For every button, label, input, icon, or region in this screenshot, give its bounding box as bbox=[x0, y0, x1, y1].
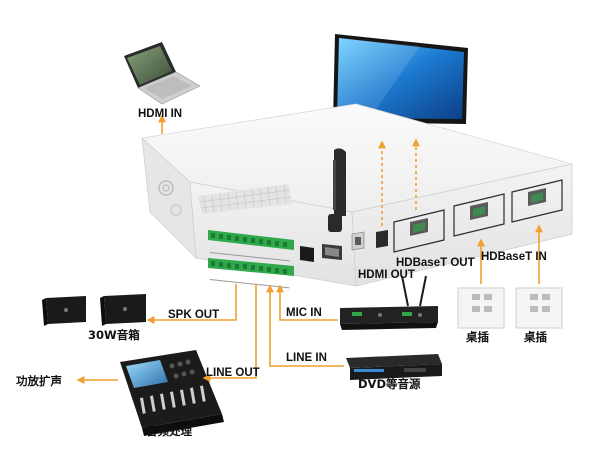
audio-mixer-icon bbox=[120, 350, 224, 436]
label-line-in: LINE IN bbox=[286, 352, 327, 364]
usb-port bbox=[351, 231, 365, 251]
label-dvd-source: DVD等音源 bbox=[358, 377, 421, 391]
terminal-block-lower bbox=[208, 258, 294, 276]
label-wall-plate-1: 桌插 bbox=[466, 330, 489, 344]
arrow-spk-out bbox=[146, 284, 237, 324]
label-wall-plate-2: 桌插 bbox=[524, 330, 547, 344]
hdbaset-input-port-1 bbox=[453, 193, 505, 237]
hdbaset-switcher-device bbox=[141, 103, 573, 289]
label-amp-expansion: 功放扩声 bbox=[16, 374, 62, 388]
hdmi-out-port bbox=[376, 230, 388, 248]
wall-plate-icon bbox=[515, 287, 563, 329]
rs232-port bbox=[300, 246, 314, 262]
laptop-icon bbox=[124, 42, 201, 105]
label-hdmi-in: HDMI IN bbox=[138, 108, 183, 120]
label-line-out: LINE OUT bbox=[206, 367, 260, 379]
terminal-block-upper bbox=[208, 230, 294, 250]
label-hdbaset-out: HDBaseT OUT bbox=[396, 257, 475, 269]
antenna-icon bbox=[328, 148, 346, 232]
hdbaset-input-port-2 bbox=[511, 179, 563, 223]
label-mic-in: MIC IN bbox=[286, 307, 322, 319]
dvd-player-icon bbox=[346, 354, 442, 380]
wireless-mic-receiver-icon bbox=[340, 275, 438, 330]
arrow-line-in bbox=[266, 284, 344, 367]
label-speakers: 30W音箱 bbox=[88, 328, 140, 342]
label-hdbaset-in: HDBaseT IN bbox=[481, 251, 547, 263]
hdbaset-output-port bbox=[393, 209, 445, 253]
label-hdmi-out: HDMI OUT bbox=[358, 269, 415, 281]
speaker-pair-icon bbox=[42, 294, 146, 326]
arrow-line-out bbox=[202, 284, 257, 382]
label-audio-processing: 音频处理 bbox=[146, 424, 192, 438]
label-spk-out: SPK OUT bbox=[168, 309, 220, 321]
arrow-mic-in bbox=[276, 284, 338, 321]
lan-port bbox=[322, 244, 342, 260]
wall-plate-icon bbox=[457, 287, 505, 329]
